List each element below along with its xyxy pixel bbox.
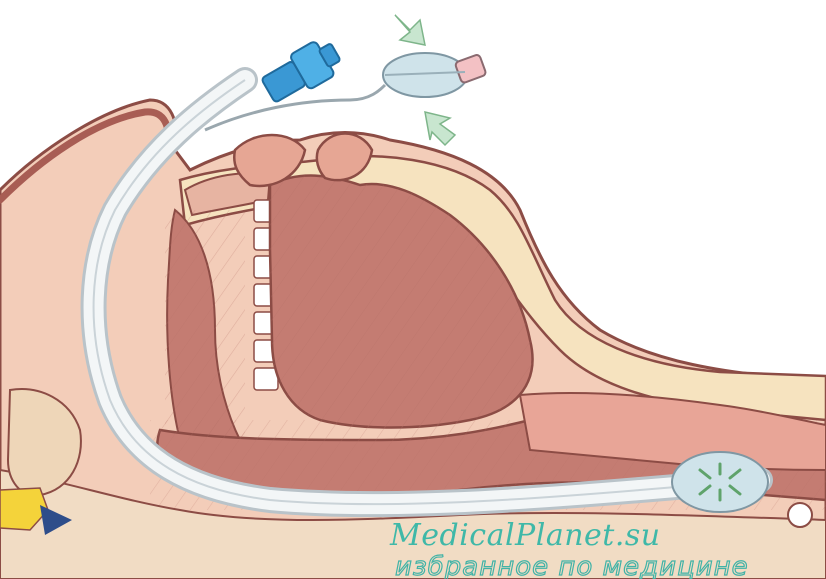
arrow-down-icon bbox=[395, 15, 425, 45]
cheek-fibers bbox=[165, 210, 245, 445]
pilot-balloon bbox=[383, 53, 487, 97]
watermark-subtitle: избранное по медицине bbox=[395, 552, 749, 579]
arrow-up-icon bbox=[425, 112, 455, 145]
tube-cuff bbox=[672, 452, 768, 512]
tube-tip bbox=[788, 503, 812, 527]
tube-connector bbox=[258, 34, 346, 108]
watermark-title: MedicalPlanet.su bbox=[389, 518, 661, 553]
